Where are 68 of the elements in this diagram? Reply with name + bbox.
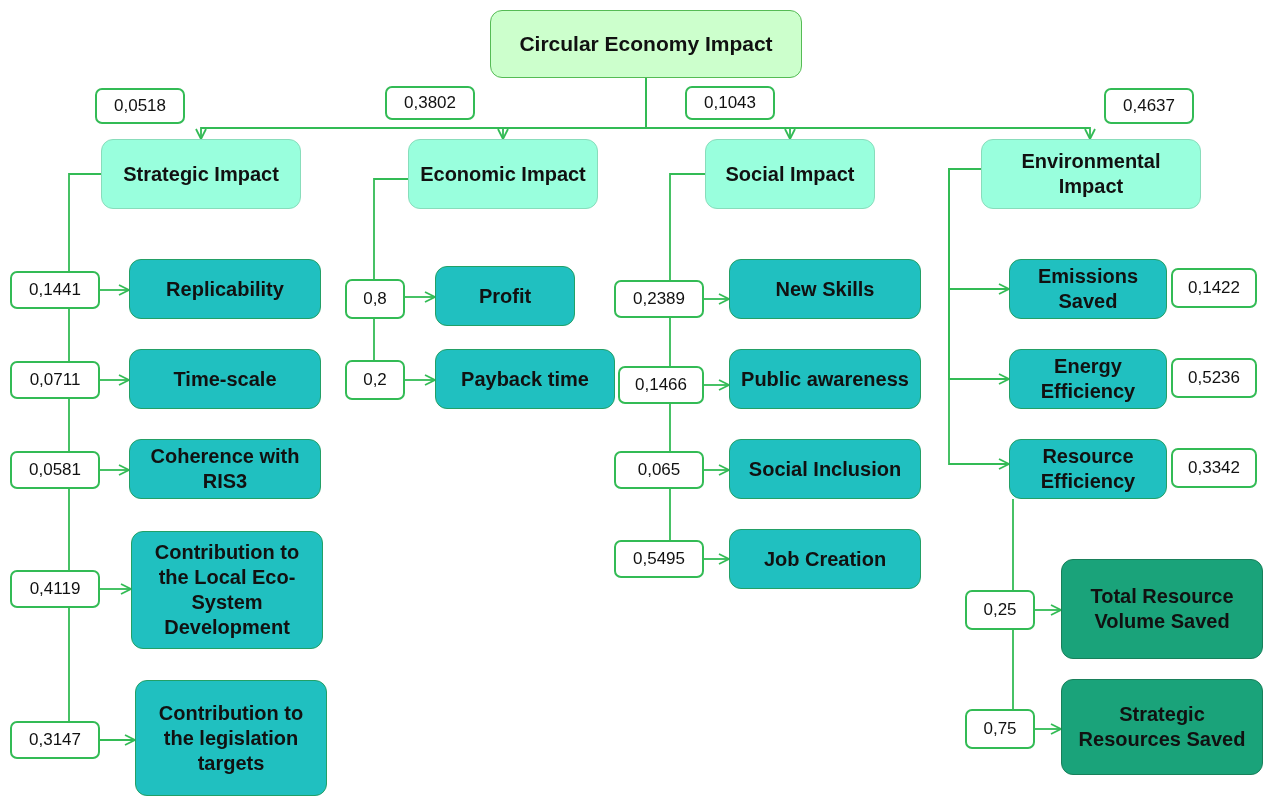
connector-line: [1012, 498, 1014, 591]
criterion-box: Time-scale: [129, 349, 321, 409]
connector-arrow: [99, 734, 136, 746]
weight-box: 0,5236: [1171, 358, 1257, 398]
connector-arrow: [703, 553, 730, 565]
connector-arrow: [1034, 604, 1062, 616]
connector-line: [669, 403, 671, 452]
weight-box: 0,2389: [614, 280, 704, 318]
connector-line: [68, 398, 70, 452]
connector-arrow: [404, 374, 436, 386]
connector-line: [68, 308, 70, 362]
criterion-box: Coherence with RIS3: [129, 439, 321, 499]
connector-arrow: [99, 464, 130, 476]
category-box: Environmental Impact: [981, 139, 1201, 209]
criterion-box: Energy Efficiency: [1009, 349, 1167, 409]
weight-box: 0,2: [345, 360, 405, 400]
connector-line: [669, 488, 671, 541]
connector-line: [373, 318, 375, 361]
weight-box: 0,0518: [95, 88, 185, 124]
weight-box: 0,1043: [685, 86, 775, 120]
connector-arrow: [99, 284, 130, 296]
connector-line: [669, 173, 706, 281]
weight-box: 0,8: [345, 279, 405, 319]
criterion-box: Replicability: [129, 259, 321, 319]
criterion-box: Payback time: [435, 349, 615, 409]
sub-criterion-box: Strategic Resources Saved: [1061, 679, 1263, 775]
connector-line: [373, 178, 409, 280]
connector-arrow: [99, 374, 130, 386]
weight-box: 0,75: [965, 709, 1035, 749]
weight-box: 0,25: [965, 590, 1035, 630]
connector-arrow: [703, 464, 730, 476]
criterion-box: Resource Efficiency: [1009, 439, 1167, 499]
category-box: Social Impact: [705, 139, 875, 209]
weight-box: 0,3342: [1171, 448, 1257, 488]
criterion-box: Profit: [435, 266, 575, 326]
criterion-box: Contribution to the legislation targets: [135, 680, 327, 796]
category-box: Strategic Impact: [101, 139, 301, 209]
connector-line: [68, 488, 70, 571]
connector-line: [1012, 629, 1014, 710]
weight-box: 0,4637: [1104, 88, 1194, 124]
criterion-box: Emissions Saved: [1009, 259, 1167, 319]
weight-box: 0,0711: [10, 361, 100, 399]
connector-line: [68, 607, 70, 722]
weight-box: 0,0581: [10, 451, 100, 489]
weight-box: 0,3147: [10, 721, 100, 759]
weight-box: 0,065: [614, 451, 704, 489]
connector-arrow: [948, 168, 1010, 470]
connector-line: [669, 317, 671, 367]
criterion-box: Job Creation: [729, 529, 921, 589]
connector-arrow: [1034, 723, 1062, 735]
criterion-box: Contribution to the Local Eco-System Development: [131, 531, 323, 649]
root-box: Circular Economy Impact: [490, 10, 802, 78]
connector-arrow: [404, 291, 436, 303]
connector-line: [68, 173, 102, 272]
weight-box: 0,3802: [385, 86, 475, 120]
weight-box: 0,5495: [614, 540, 704, 578]
weight-box: 0,4119: [10, 570, 100, 608]
weight-box: 0,1422: [1171, 268, 1257, 308]
criterion-box: Public awareness: [729, 349, 921, 409]
weight-box: 0,1441: [10, 271, 100, 309]
connector-arrow: [99, 583, 132, 595]
connector-arrow: [703, 379, 730, 391]
weight-box: 0,1466: [618, 366, 704, 404]
criterion-box: Social Inclusion: [729, 439, 921, 499]
category-box: Economic Impact: [408, 139, 598, 209]
criterion-box: New Skills: [729, 259, 921, 319]
connector-arrow: [703, 293, 730, 305]
sub-criterion-box: Total Resource Volume Saved: [1061, 559, 1263, 659]
